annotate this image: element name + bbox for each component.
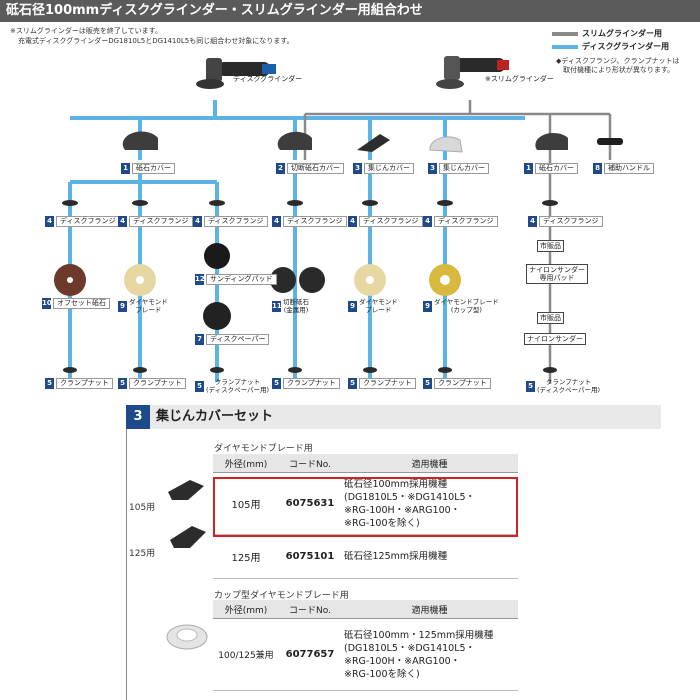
slim-grinder-image	[436, 56, 509, 89]
row-models: 砥石径100mm採用機種 (DG1810L5・※DG1410L5・ ※RG-10…	[341, 472, 518, 535]
slim-grinder-label: ※スリムグラインダー	[485, 75, 554, 83]
side-label-105: 105用	[129, 503, 156, 513]
market-tag: 市販品	[537, 240, 564, 252]
row-models: 砥石径125mm採用機種	[341, 534, 518, 579]
dust-cover-images	[168, 480, 206, 548]
col-models: 適用機種	[341, 600, 518, 619]
section3-number: 3	[126, 405, 150, 429]
col-code: コードNo.	[279, 600, 341, 619]
note-discontinued: ※スリムグラインダーは販売を終了しています。	[10, 27, 162, 35]
nylon-pad-label: ナイロンサンダー 専用パッド	[526, 264, 588, 284]
table-row: 125用 6075101 砥石径125mm採用機種	[213, 534, 518, 579]
row-code: 6075631	[279, 472, 341, 535]
row-code: 6075101	[279, 534, 341, 579]
legend-slim: スリムグラインダー用	[552, 28, 662, 39]
table-row: 100/125兼用 6077657 砥石径100mm・125mm採用機種 (DG…	[213, 618, 518, 691]
row-code: 6077657	[279, 618, 341, 691]
highlight-box	[213, 477, 518, 537]
table1-caption: ダイヤモンドブレード用	[214, 444, 313, 454]
col-diameter: 外径(mm)	[213, 600, 279, 619]
table-row: 105用 6075631 砥石径100mm採用機種 (DG1810L5・※DG1…	[213, 472, 518, 535]
note-cordless: 充電式ディスクグラインダーDG1810L5とDG1410L5も同じ組合わせ対象に…	[18, 37, 294, 45]
nylon-sander-label: ナイロンサンダー	[524, 333, 586, 345]
col-code: コードNo.	[279, 454, 341, 473]
col-models: 適用機種	[341, 454, 518, 473]
dust-cover-table-2: 外径(mm) コードNo. 適用機種 100/125兼用 6077657 砥石径…	[213, 600, 518, 691]
cup-dust-cover-image	[166, 624, 208, 650]
legend-disk: ディスクグラインダー用	[552, 41, 669, 52]
page-title: 砥石径100mmディスクグラインダー・スリムグラインダー用組合わせ	[0, 0, 700, 22]
row-diameter: 125用	[213, 534, 279, 579]
legend-note: ◆ディスクフランジ、クランプナットは取付機種により形状が異なります。	[556, 57, 680, 74]
market-tag-2: 市販品	[537, 312, 564, 324]
combination-diagram	[54, 56, 623, 384]
col-diameter: 外径(mm)	[213, 454, 279, 473]
dust-cover-table-1: 外径(mm) コードNo. 適用機種 105用 6075631 砥石径100mm…	[213, 454, 518, 579]
row-diameter: 100/125兼用	[213, 618, 279, 691]
section3-title: 集じんカバーセット	[156, 409, 274, 424]
disk-grinder-label: ディスクグラインダー	[233, 75, 303, 83]
row-diameter: 105用	[213, 472, 279, 535]
table2-caption: カップ型ダイヤモンドブレード用	[214, 591, 349, 601]
section3-header	[126, 405, 661, 429]
disk-grinder-image	[196, 58, 276, 89]
row-models: 砥石径100mm・125mm採用機種 (DG1810L5・※DG1410L5・ …	[341, 618, 518, 691]
side-label-125: 125用	[129, 549, 156, 559]
section3-divider	[126, 429, 127, 700]
